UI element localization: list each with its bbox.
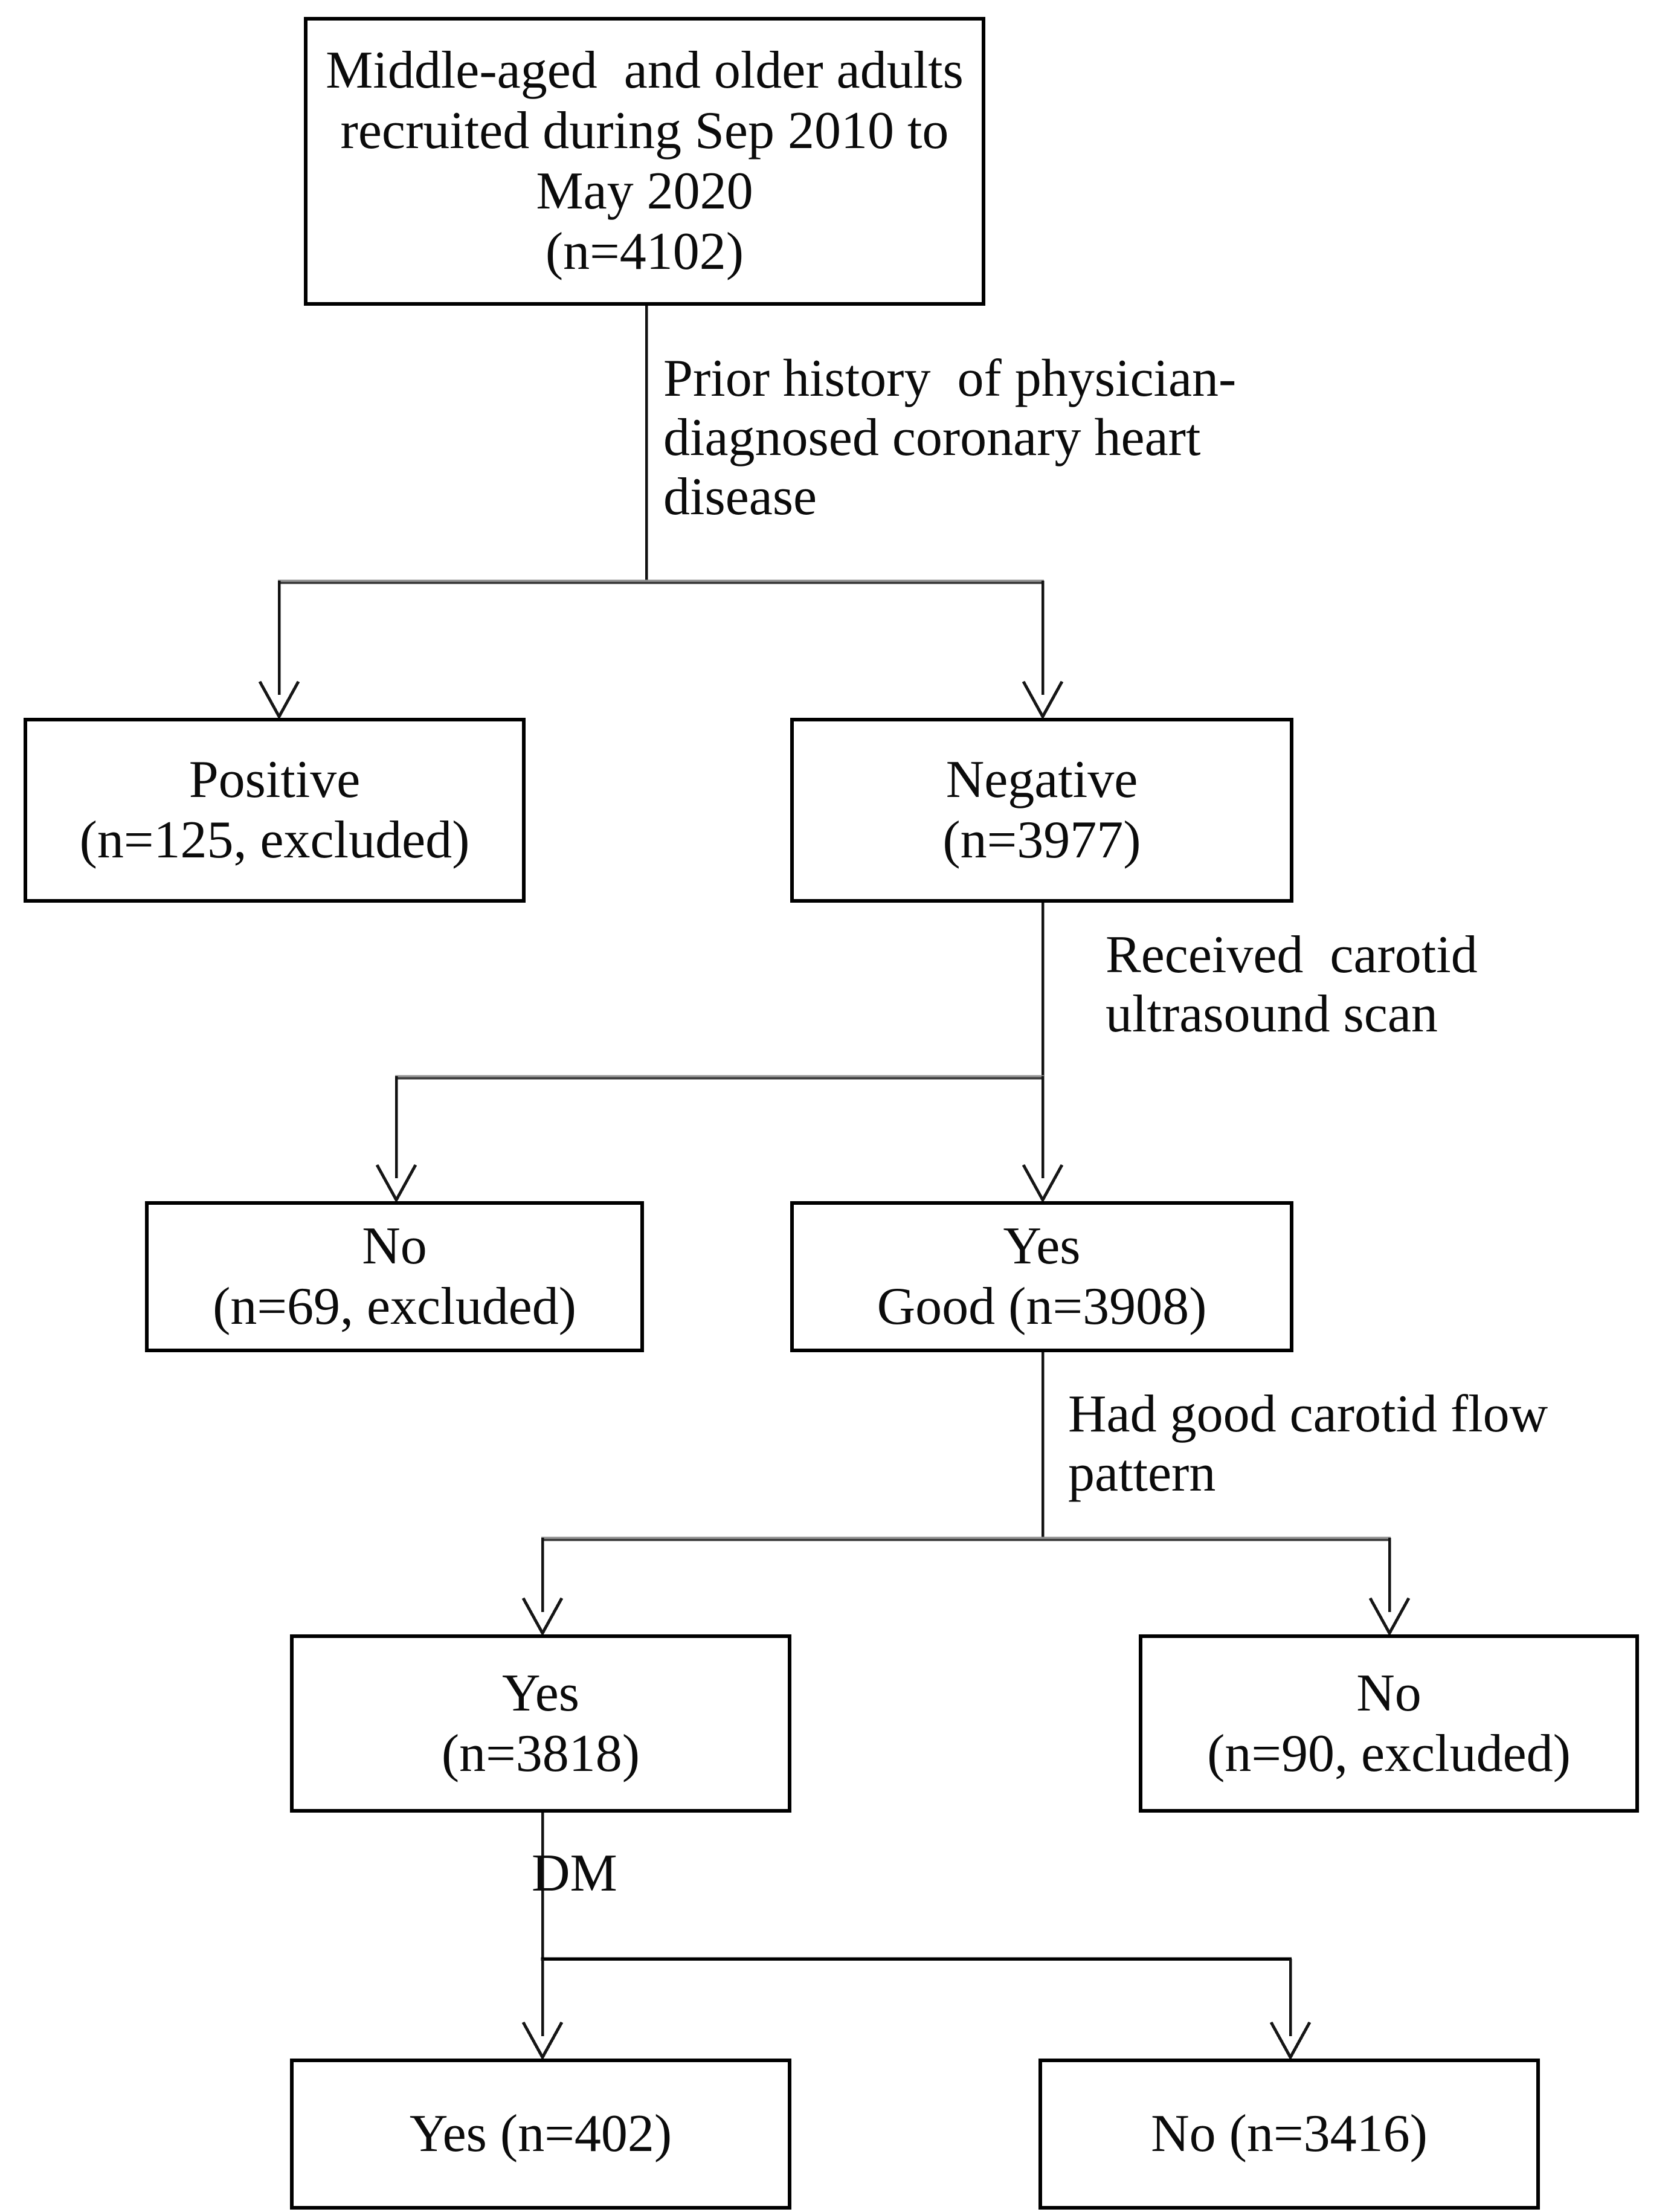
box-cohort: Middle-aged and older adults recruited d… <box>304 17 985 306</box>
box-negative-line-1: Negative <box>945 750 1138 809</box>
box-no-scan: No (n=69, excluded) <box>145 1201 644 1352</box>
box-dm-no-line-1: No (n=3416) <box>1151 2104 1428 2163</box>
label-prior-history-line-3: disease <box>663 468 817 526</box>
box-yes-scan-line-2: Good (n=3908) <box>877 1277 1207 1336</box>
box-yes-scan-line-1: Yes <box>1003 1217 1081 1275</box>
box-positive-line-2: (n=125, excluded) <box>79 811 470 869</box>
arrowhead-dm-no <box>1269 2021 1312 2061</box>
box-yes-flow-line-2: (n=3818) <box>441 1724 640 1783</box>
box-yes-flow: Yes (n=3818) <box>290 1634 791 1813</box>
box-cohort-line-3: May 2020 <box>536 162 753 221</box>
box-positive-line-1: Positive <box>188 750 361 809</box>
box-yes-flow-line-1: Yes <box>501 1663 580 1723</box>
arrowhead-negative <box>1022 680 1064 720</box>
label-good-flow-pattern-line-2: pattern <box>1068 1444 1216 1503</box>
box-no-scan-line-2: (n=69, excluded) <box>213 1277 576 1336</box>
label-dm: DM <box>532 1844 617 1903</box>
box-no-flow-line-2: (n=90, excluded) <box>1207 1724 1571 1783</box>
box-no-flow-line-1: No <box>1356 1663 1421 1723</box>
label-received-ultrasound-line-2: ultrasound scan <box>1106 985 1438 1043</box>
label-prior-history-line-1: Prior history of physician- <box>663 349 1237 408</box>
box-no-flow: No (n=90, excluded) <box>1139 1634 1639 1813</box>
label-good-flow-pattern: Had good carotid flow pattern <box>1068 1385 1548 1503</box>
label-received-ultrasound: Received carotid ultrasound scan <box>1106 926 1478 1044</box>
arrowhead-dm-yes <box>521 2021 564 2061</box>
box-cohort-line-1: Middle-aged and older adults <box>326 41 964 100</box>
box-positive: Positive (n=125, excluded) <box>24 718 526 903</box>
label-dm-line-1: DM <box>532 1844 617 1903</box>
box-cohort-line-4: (n=4102) <box>545 222 744 281</box>
box-cohort-line-2: recruited during Sep 2010 to <box>340 102 949 160</box>
arrowhead-positive <box>258 680 300 720</box>
box-no-scan-line-1: No <box>362 1217 427 1275</box>
arrowhead-no-scan <box>375 1164 417 1204</box>
label-prior-history: Prior history of physician- diagnosed co… <box>663 349 1236 527</box>
label-prior-history-line-2: diagnosed coronary heart <box>663 408 1201 467</box>
box-negative-line-2: (n=3977) <box>942 811 1141 869</box>
box-yes-scan: Yes Good (n=3908) <box>790 1201 1293 1352</box>
box-dm-no: No (n=3416) <box>1038 2059 1540 2210</box>
arrowhead-no-flow <box>1368 1597 1411 1637</box>
label-good-flow-pattern-line-1: Had good carotid flow <box>1068 1385 1548 1443</box>
box-dm-yes: Yes (n=402) <box>290 2059 791 2210</box>
label-received-ultrasound-line-1: Received carotid <box>1106 926 1478 984</box>
box-negative: Negative (n=3977) <box>790 718 1293 903</box>
arrowhead-yes-scan <box>1022 1164 1064 1204</box>
arrowhead-yes-flow <box>521 1597 564 1637</box>
box-dm-yes-line-1: Yes (n=402) <box>409 2104 672 2163</box>
